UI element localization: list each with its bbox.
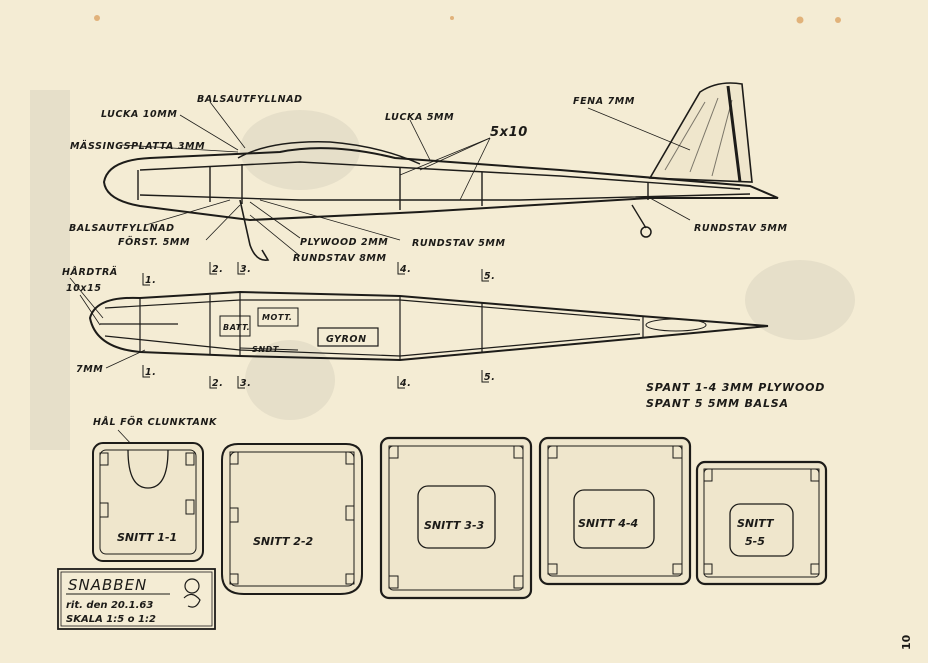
label-sndt: SNDT — [252, 345, 279, 354]
section-3-label: SNITT 3-3 — [424, 519, 485, 532]
marker-bottom-1: 1. — [145, 367, 156, 378]
signature-mark — [183, 578, 201, 608]
marker-top-1: 1. — [145, 275, 156, 286]
nose-gear — [239, 199, 270, 262]
marker-bottom-2: 2. — [212, 378, 223, 389]
fuselage-top — [88, 290, 769, 362]
section-5-label-2: 5-5 — [745, 535, 765, 548]
label-lucka-10mm: LUCKA 10MM — [101, 109, 177, 120]
section-4-label: SNITT 4-4 — [578, 517, 638, 530]
top-view: BATT. MOTT. GYRON SNDT HÅRDTRÄ 10x15 7MM… — [62, 262, 769, 389]
title-scale: SKALA 1:5 o 1:2 — [66, 614, 156, 625]
label-5x10: 5x10 — [490, 125, 528, 140]
cross-section-5: SNITT 5-5 — [695, 460, 828, 586]
marker-bottom-3: 3. — [240, 378, 251, 389]
spant-note-2: SPANT 5 5MM BALSA — [646, 397, 789, 410]
label-gyron: GYRON — [326, 334, 367, 345]
side-view: LUCKA 10MM BALSAUTFYLLNAD MÄSSINGSPLATTA… — [69, 82, 788, 264]
title-date: rit. den 20.1.63 — [66, 600, 153, 611]
title-block: SNABBEN rit. den 20.1.63 SKALA 1:5 o 1:2 — [57, 568, 216, 630]
label-plywood: PLYWOOD 2MM — [300, 237, 388, 248]
label-fena: FENA 7MM — [573, 96, 635, 107]
label-mässingsplatta: MÄSSINGSPLATTA 3MM — [70, 141, 205, 152]
marker-top-5: 5. — [484, 271, 495, 282]
label-hårdträ: HÅRDTRÄ — [62, 267, 118, 278]
label-balsautfyllnad-top: BALSAUTFYLLNAD — [197, 94, 303, 105]
cross-section-4: SNITT 4-4 — [538, 436, 692, 586]
cross-section-2: SNITT 2-2 — [221, 443, 363, 595]
label-mott: MOTT. — [262, 313, 293, 322]
label-rundstav-tail: RUNDSTAV 5MM — [694, 223, 788, 234]
marker-top-4: 4. — [399, 264, 411, 275]
label-balsautfyllnad-bottom: BALSAUTFYLLNAD — [69, 223, 175, 234]
cross-section-1: SNITT 1-1 — [92, 442, 204, 562]
label-förstärkning: FÖRST. 5MM — [118, 237, 190, 248]
canopy — [237, 141, 421, 165]
cross-section-3: SNITT 3-3 — [379, 436, 533, 600]
marker-bottom-5: 5. — [484, 372, 495, 383]
label-lucka-5mm: LUCKA 5MM — [385, 112, 454, 123]
label-10x15: 10x15 — [66, 283, 102, 294]
fuselage-side — [102, 147, 779, 222]
title-name: SNABBEN — [68, 576, 147, 594]
label-7mm: 7MM — [76, 364, 103, 375]
page-number: 10 — [900, 634, 913, 650]
section-1-label: SNITT 1-1 — [117, 531, 177, 544]
tail-wheel — [640, 226, 652, 238]
label-hål-clunktank: HÅL FÖR CLUNKTANK — [93, 417, 217, 428]
label-batt: BATT. — [223, 323, 250, 332]
fin — [648, 82, 753, 183]
binder-holes — [94, 15, 841, 24]
spant-note-1: SPANT 1-4 3MM PLYWOOD — [646, 381, 825, 394]
label-rundstav-low: RUNDSTAV 8MM — [293, 253, 387, 264]
show-through-shadows — [30, 90, 855, 450]
marker-top-3: 3. — [240, 264, 251, 275]
section-2-label: SNITT 2-2 — [253, 535, 314, 548]
marker-top-2: 2. — [212, 264, 223, 275]
label-rundstav-mid: RUNDSTAV 5MM — [412, 238, 506, 249]
section-5-label-1: SNITT — [737, 517, 775, 530]
marker-bottom-4: 4. — [399, 378, 411, 389]
